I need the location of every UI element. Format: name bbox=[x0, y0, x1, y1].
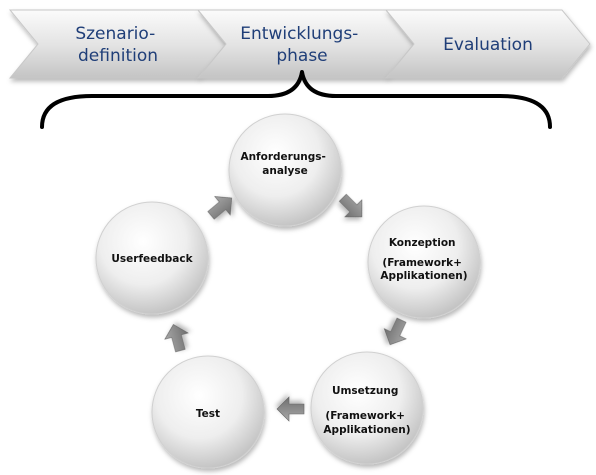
cycle-arrow-2 bbox=[383, 317, 407, 346]
cycle-arrow-4 bbox=[164, 324, 189, 353]
cycle-arrow-3 bbox=[276, 396, 305, 422]
svg-text:Szenario- definition: Szenario- definition bbox=[75, 24, 160, 66]
phase-label-line: Entwicklungs- bbox=[240, 24, 358, 44]
phase-label-line: Evaluation bbox=[443, 35, 533, 55]
phase-label-line: phase bbox=[276, 46, 327, 66]
phase-chevron-szenariodefinition: Szenario- definition bbox=[8, 9, 227, 79]
arrow-shape bbox=[207, 196, 233, 220]
arrow-shape bbox=[383, 317, 407, 346]
node-label-line: analyse bbox=[262, 165, 307, 177]
svg-text:Evaluation: Evaluation bbox=[443, 35, 533, 55]
node-circle bbox=[367, 205, 481, 319]
svg-text:Entwicklungs- phase: Entwicklungs- phase bbox=[240, 24, 363, 66]
phase-label-line: definition bbox=[78, 46, 158, 66]
node-circle bbox=[228, 113, 342, 227]
svg-text:Konzeption (Frame: Konzeption (Framework+ Applikationen) bbox=[380, 237, 467, 282]
node-label-line: Userfeedback bbox=[111, 253, 193, 265]
node-label-line: Applikationen) bbox=[380, 270, 467, 282]
phase-label-line: Szenario- bbox=[75, 24, 155, 44]
node-circle bbox=[310, 351, 424, 465]
chevron-shape bbox=[384, 9, 591, 79]
cycle-node-anforderungsanalyse: Anforderungs- analyse bbox=[228, 113, 342, 227]
arrow-shape bbox=[276, 396, 305, 422]
node-label-line: Anforderungs- bbox=[240, 151, 325, 163]
cycle-node-umsetzung: Umsetzung (Framework+ Applikationen) bbox=[310, 351, 424, 465]
arrow-shape bbox=[164, 324, 189, 353]
node-label-line: (Framework+ bbox=[325, 410, 405, 422]
node-label-line: Test bbox=[196, 408, 220, 420]
chevron-shape bbox=[8, 9, 227, 79]
cycle-arrow-1 bbox=[338, 193, 363, 218]
svg-text:Test: Test bbox=[196, 408, 220, 420]
chevron-shape bbox=[196, 9, 415, 79]
node-label-line: Konzeption bbox=[389, 237, 456, 249]
cycle-node-userfeedback: Userfeedback bbox=[95, 201, 209, 315]
svg-text:Umsetzung (Framew: Umsetzung (Framework+ Applikationen) bbox=[323, 385, 410, 436]
node-circle bbox=[151, 355, 265, 469]
cycle-node-test: Test bbox=[151, 355, 265, 469]
node-label-line: Applikationen) bbox=[323, 424, 410, 436]
arrow-shape bbox=[338, 193, 363, 218]
cycle-node-konzeption: Konzeption (Framework+ Applikationen) bbox=[367, 205, 481, 319]
cycle-arrow-5 bbox=[207, 196, 233, 220]
svg-text:Userfeedback: Userfeedback bbox=[111, 253, 193, 265]
node-circle bbox=[95, 201, 209, 315]
node-label-line: (Framework+ bbox=[382, 257, 462, 269]
node-label-line: Umsetzung bbox=[332, 385, 398, 397]
curly-brace bbox=[40, 70, 552, 129]
phase-chevron-evaluation: Evaluation bbox=[384, 9, 591, 79]
svg-text:Anforderungs- analyse: Anforderungs- analyse bbox=[240, 151, 329, 177]
phase-chevron-entwicklungsphase: Entwicklungs- phase bbox=[196, 9, 415, 79]
